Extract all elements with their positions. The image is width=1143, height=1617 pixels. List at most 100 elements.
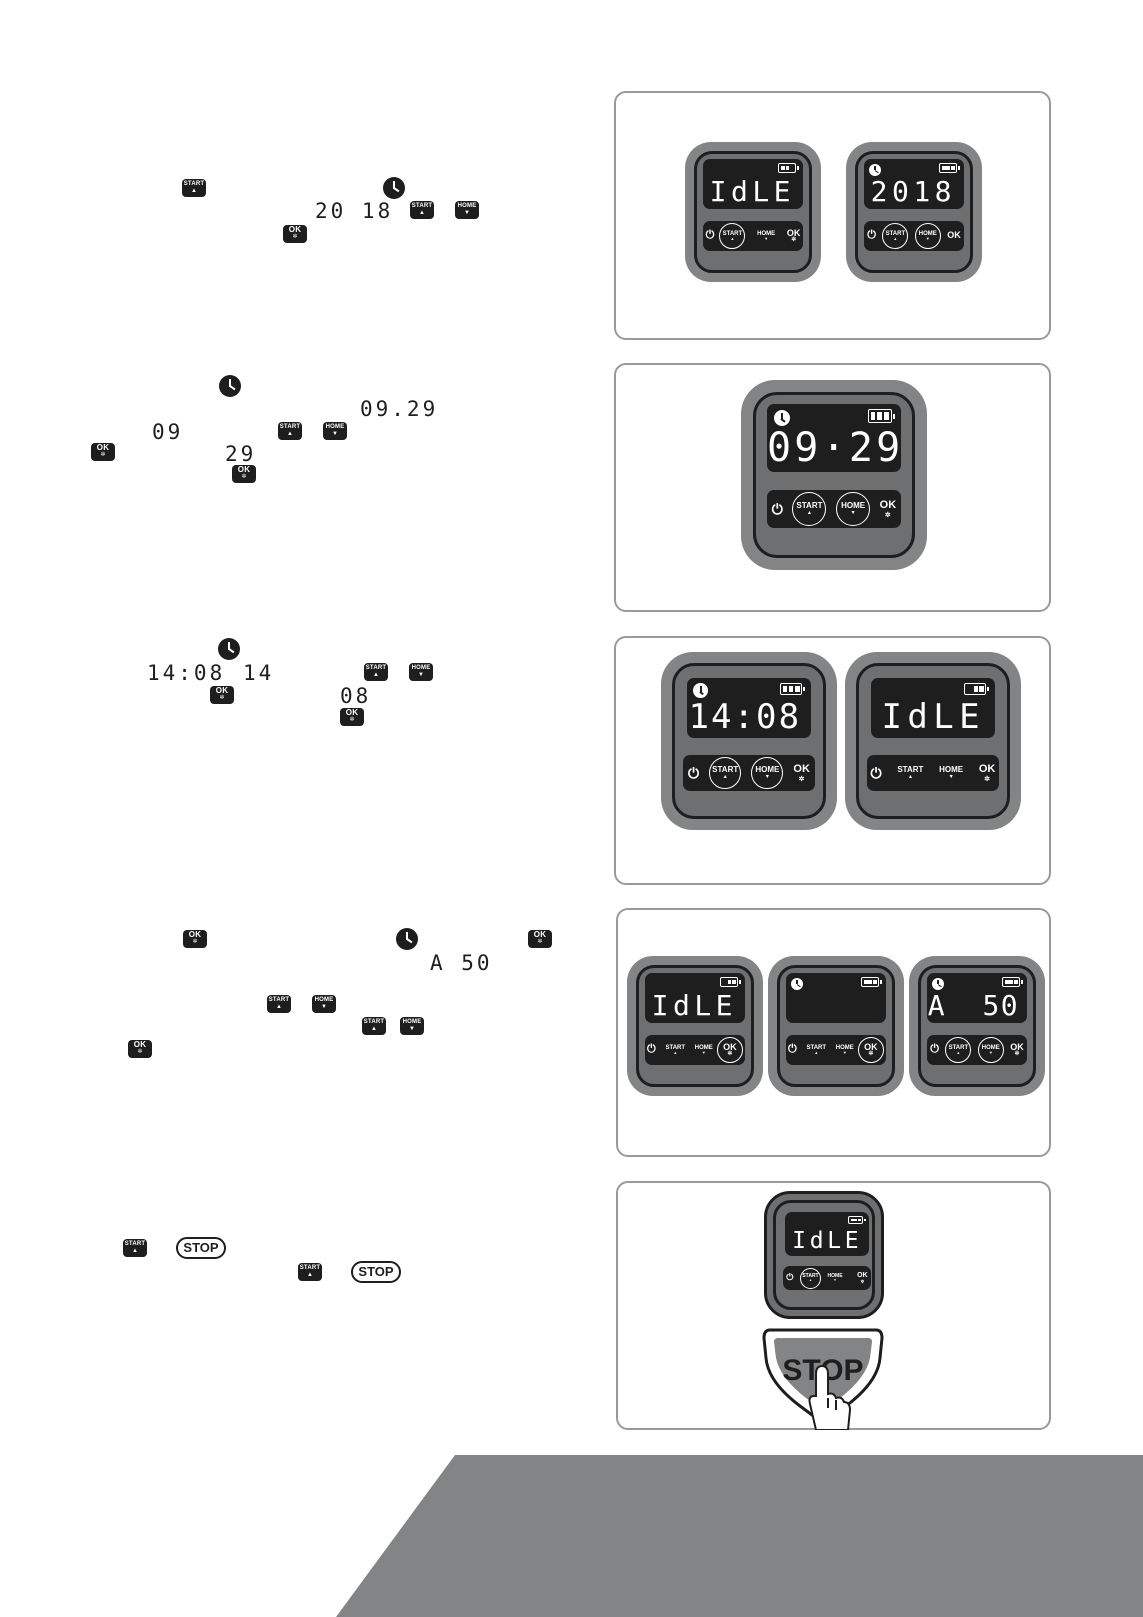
time-readout-1408: 14:08 bbox=[147, 661, 226, 685]
start-button: START▲ bbox=[945, 1037, 972, 1063]
button-bar: ⏻ START▲ HOME▼ OK✲ bbox=[867, 755, 999, 791]
button-bar: ⏻ START▲ HOME▼ OK✲ bbox=[786, 1035, 886, 1065]
lcd-readout: A 50 bbox=[927, 989, 1019, 1022]
button-bar: ⏻ START▲ HOME▼ OK✲ bbox=[783, 1266, 871, 1290]
start-button: START▲ bbox=[806, 1045, 827, 1056]
power-icon: ⏻ bbox=[705, 229, 715, 242]
start-button: START▲ bbox=[709, 757, 742, 789]
ok-key-icon: OK✲ bbox=[528, 930, 552, 948]
ok-button: OK✲ bbox=[879, 499, 897, 519]
ok-button: OK✲ bbox=[857, 1272, 868, 1284]
home-button: HOME▼ bbox=[694, 1045, 713, 1056]
clock-icon bbox=[791, 977, 803, 990]
clock-icon bbox=[693, 683, 709, 699]
hours-readout: 14 bbox=[243, 661, 275, 685]
battery-icon bbox=[964, 682, 990, 695]
home-button: HOME▼ bbox=[757, 231, 776, 242]
hours-readout: 09 bbox=[152, 420, 184, 444]
start-button: START▲ bbox=[719, 223, 746, 249]
battery-icon bbox=[720, 977, 741, 987]
home-button: HOME▼ bbox=[939, 765, 964, 780]
ok-key-icon: OK✲ bbox=[128, 1040, 152, 1058]
ok-button: OK✲ bbox=[786, 227, 801, 244]
clock-icon bbox=[396, 928, 418, 950]
start-key-icon: START▲ bbox=[182, 179, 206, 197]
start-key-icon: START▲ bbox=[362, 1017, 386, 1035]
home-button: HOME▼ bbox=[836, 492, 871, 526]
hand-icon bbox=[808, 1364, 852, 1430]
start-key-icon: START▲ bbox=[410, 201, 434, 219]
ok-button: OK✲ bbox=[716, 1037, 743, 1063]
minutes-readout: 29 bbox=[225, 442, 257, 466]
minutes-readout: 08 bbox=[340, 684, 372, 708]
controller-device: ⏻ START▲ HOME▼ OK✲ bbox=[768, 956, 904, 1096]
controller-device: IdLE ⏻ START▲ HOME▼ OK✲ bbox=[845, 652, 1021, 830]
button-bar: ⏻ START▲ HOME▼ OK✲ bbox=[927, 1035, 1027, 1065]
lcd-screen: 2018 bbox=[864, 159, 964, 209]
home-key-icon: HOME▼ bbox=[455, 201, 479, 219]
time-readout-0929: 09.29 bbox=[360, 397, 439, 421]
power-icon: ⏻ bbox=[930, 1043, 939, 1056]
power-icon: ⏻ bbox=[771, 500, 783, 517]
controller-device: 14:08 ⏻ START▲ HOME▼ OK✲ bbox=[661, 652, 837, 830]
start-key-icon: START▲ bbox=[364, 663, 388, 681]
controller-device: A 50 ⏻ START▲ HOME▼ OK✲ bbox=[909, 956, 1045, 1096]
power-icon: ⏻ bbox=[786, 1272, 794, 1283]
power-icon: ⏻ bbox=[867, 229, 876, 242]
home-key-icon: HOME▼ bbox=[409, 663, 433, 681]
controller-device: IdLE ⏻ START▲ HOME▼ OK✲ bbox=[764, 1191, 884, 1319]
lcd-readout: IdLE bbox=[881, 697, 986, 738]
lcd-readout: IdLE bbox=[792, 1228, 863, 1255]
home-key-icon: HOME▼ bbox=[312, 995, 336, 1013]
stop-sign: STOP bbox=[762, 1328, 884, 1430]
lcd-readout: 14:08 bbox=[688, 697, 802, 738]
ok-key-icon: OK✲ bbox=[183, 930, 207, 948]
power-icon: ⏻ bbox=[788, 1043, 797, 1056]
power-icon: ⏻ bbox=[647, 1043, 656, 1056]
mode-readout: A 50 bbox=[430, 951, 493, 975]
button-bar: ⏻ START▲ HOME▼ OK✲ bbox=[703, 221, 803, 251]
button-bar: ⏻ START▲ HOME▼ OK✲ bbox=[683, 755, 815, 791]
lcd-screen: IdLE bbox=[645, 973, 745, 1023]
year-readout: 20 18 bbox=[315, 199, 394, 223]
battery-icon bbox=[861, 977, 882, 987]
start-key-icon: START▲ bbox=[123, 1239, 147, 1257]
home-button: HOME▼ bbox=[914, 223, 941, 249]
button-bar: ⏻ START▲ HOME▼ OK✲ bbox=[767, 490, 901, 528]
battery-icon bbox=[1002, 977, 1023, 987]
start-key-icon: START▲ bbox=[298, 1263, 322, 1281]
ok-key-icon: OK✲ bbox=[91, 443, 115, 461]
lcd-screen: 14:08 bbox=[687, 678, 811, 738]
button-bar: ⏻ START▲ HOME▼ OK✲ bbox=[645, 1035, 745, 1065]
lcd-screen bbox=[786, 973, 886, 1023]
lcd-screen: 09·29 bbox=[767, 404, 901, 472]
lcd-readout: 09·29 bbox=[767, 424, 901, 471]
ok-button: OK✲ bbox=[1010, 1041, 1024, 1058]
lcd-readout: IdLE bbox=[709, 175, 795, 208]
clock-icon bbox=[218, 638, 240, 660]
home-key-icon: HOME▼ bbox=[400, 1017, 424, 1035]
ok-button: OK✲ bbox=[978, 763, 996, 783]
start-button: START▲ bbox=[665, 1045, 686, 1056]
power-icon: ⏻ bbox=[688, 764, 700, 781]
ok-button: OK✲ bbox=[857, 1037, 884, 1063]
lcd-screen: A 50 bbox=[927, 973, 1027, 1023]
battery-icon bbox=[778, 163, 799, 173]
start-button: START▲ bbox=[897, 765, 924, 780]
start-key-icon: START▲ bbox=[267, 995, 291, 1013]
power-icon: ⏻ bbox=[870, 764, 882, 781]
figure-1-frame bbox=[614, 91, 1051, 340]
home-button: HOME▼ bbox=[835, 1045, 854, 1056]
home-button: HOME▼ bbox=[751, 757, 784, 789]
battery-icon bbox=[939, 163, 960, 173]
battery-icon bbox=[848, 1215, 867, 1225]
clock-icon bbox=[869, 163, 881, 176]
clock-icon bbox=[773, 410, 790, 427]
lcd-screen: IdLE bbox=[871, 678, 995, 738]
battery-icon bbox=[867, 409, 895, 424]
start-button: START▲ bbox=[882, 223, 909, 249]
ok-button: OK✲ bbox=[793, 763, 810, 783]
lcd-screen: IdLE bbox=[785, 1212, 869, 1256]
clock-icon bbox=[219, 375, 241, 397]
controller-device: 09·29 ⏻ START▲ HOME▼ OK✲ bbox=[741, 380, 927, 570]
